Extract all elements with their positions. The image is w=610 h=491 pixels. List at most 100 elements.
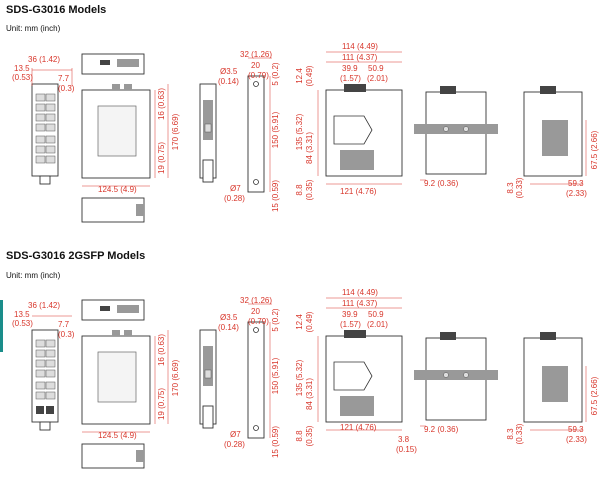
dim-50-9: 50.9 [368, 64, 384, 73]
profile-view [317, 51, 403, 185]
dim-0-15: (0.15) [396, 445, 417, 454]
dim-8-8: 8.8 [295, 184, 304, 196]
dim-0-3: (0.3) [58, 330, 75, 339]
dim-50-9: 50.9 [368, 310, 384, 319]
dim-0-49: (0.49) [305, 311, 314, 332]
dim-0-28: (0.28) [224, 194, 245, 203]
dim-phi-3-5: Ø3.5 [220, 67, 238, 76]
drawing-set-1: 36 (1.42) 13.5 (0.53) 7.7 (0.3) 16 (0.63… [12, 42, 599, 223]
dim-135: 135 (5.32) [295, 359, 304, 396]
dim-0-79: (0.79) [248, 317, 269, 326]
dim-1-57: (1.57) [340, 320, 361, 329]
mounted-view-b [523, 332, 587, 431]
dim-39-9: 39.9 [342, 310, 358, 319]
dim-8-3: 8.3 [506, 428, 515, 440]
dim-84: 84 (3.31) [305, 378, 314, 410]
dim-36: 36 (1.42) [28, 55, 60, 64]
dim-111: 111 (4.37) [342, 299, 378, 308]
dim-2-33: (2.33) [566, 435, 587, 444]
dim-0-28: (0.28) [224, 440, 245, 449]
dim-13-5: 13.5 [14, 64, 30, 73]
dim-9-2: 9.2 (0.36) [424, 179, 459, 188]
dim-0-33: (0.33) [515, 177, 524, 198]
bottom-view [81, 443, 145, 469]
dim-9-2: 9.2 (0.36) [424, 425, 459, 434]
section-1-unit: Unit: mm (inch) [6, 24, 61, 33]
dim-phi-7: Ø7 [230, 430, 241, 439]
dim-59-3: 59.3 [568, 179, 584, 188]
dim-0-33: (0.33) [515, 423, 524, 444]
dim-32: 32 (1.26) [240, 50, 272, 59]
bottom-view [81, 197, 145, 223]
drawing-set-2: 36 (1.42) 13.5 (0.53) 7.7 (0.3) 16 (0.63… [12, 288, 599, 469]
dim-phi-3-5: Ø3.5 [220, 313, 238, 322]
dim-124-5: 124.5 (4.9) [98, 431, 137, 440]
dim-phi-7: Ø7 [230, 184, 241, 193]
dim-150: 150 (5.91) [271, 357, 280, 394]
wall-mount-view [247, 57, 272, 193]
mounted-view-b [523, 86, 587, 185]
din-rail-view [199, 329, 217, 429]
dim-32: 32 (1.26) [240, 296, 272, 305]
dim-121: 121 (4.76) [340, 187, 377, 196]
dim-67-5: 67.5 (2.66) [590, 130, 599, 169]
dim-12-4: 12.4 [295, 68, 304, 84]
section-2-unit: Unit: mm (inch) [6, 271, 61, 280]
dim-15: 15 (0.59) [271, 180, 280, 212]
dim-0-35: (0.35) [305, 425, 314, 446]
dim-170: 170 (6.69) [171, 359, 180, 396]
profile-view [317, 297, 403, 431]
dim-111: 111 (4.37) [342, 53, 378, 62]
port-block [35, 93, 56, 164]
dim-8-8: 8.8 [295, 430, 304, 442]
dim-0-79: (0.79) [248, 71, 269, 80]
dim-7-7: 7.7 [58, 320, 70, 329]
dim-0-49: (0.49) [305, 65, 314, 86]
dim-67-5: 67.5 (2.66) [590, 376, 599, 415]
dim-2-33: (2.33) [566, 189, 587, 198]
dim-5: 5 (0.2) [271, 308, 280, 331]
dim-124-5: 124.5 (4.9) [98, 185, 137, 194]
top-view [81, 299, 145, 321]
dim-5: 5 (0.2) [271, 62, 280, 85]
dim-150: 150 (5.91) [271, 111, 280, 148]
dim-15: 15 (0.59) [271, 426, 280, 458]
dim-0-35: (0.35) [305, 179, 314, 200]
dim-19: 19 (0.75) [157, 388, 166, 420]
dim-16: 16 (0.63) [157, 88, 166, 120]
front-view [31, 315, 72, 431]
dim-20: 20 [251, 307, 260, 316]
dim-8-3: 8.3 [506, 182, 515, 194]
dim-3-8: 3.8 [398, 435, 410, 444]
mounted-view-a [414, 332, 498, 427]
dim-0-53: (0.53) [12, 319, 33, 328]
wall-mount-view [247, 303, 272, 439]
dim-39-9: 39.9 [342, 64, 358, 73]
dim-12-4: 12.4 [295, 314, 304, 330]
port-block [35, 339, 56, 414]
dim-1-57: (1.57) [340, 74, 361, 83]
section-1-title: SDS-G3016 Models [6, 4, 107, 16]
dim-0-53: (0.53) [12, 73, 33, 82]
dim-0-14: (0.14) [218, 77, 239, 86]
dim-114: 114 (4.49) [342, 42, 378, 51]
section-2-title: SDS-G3016 2GSFP Models [6, 250, 146, 262]
dim-114: 114 (4.49) [342, 288, 378, 297]
din-rail-view [199, 83, 217, 183]
front-view [31, 68, 73, 185]
dim-170: 170 (6.69) [171, 113, 180, 150]
dim-2-01: (2.01) [367, 74, 388, 83]
dim-59-3: 59.3 [568, 425, 584, 434]
dim-2-01: (2.01) [367, 320, 388, 329]
dim-19: 19 (0.75) [157, 142, 166, 174]
mounted-view-a [414, 86, 498, 181]
dim-121: 121 (4.76) [340, 423, 377, 432]
dim-16: 16 (0.63) [157, 334, 166, 366]
dim-0-14: (0.14) [218, 323, 239, 332]
side-view [81, 330, 169, 433]
dim-135: 135 (5.32) [295, 113, 304, 150]
dim-36: 36 (1.42) [28, 301, 60, 310]
dim-7-7: 7.7 [58, 74, 70, 83]
dim-0-3: (0.3) [58, 84, 75, 93]
